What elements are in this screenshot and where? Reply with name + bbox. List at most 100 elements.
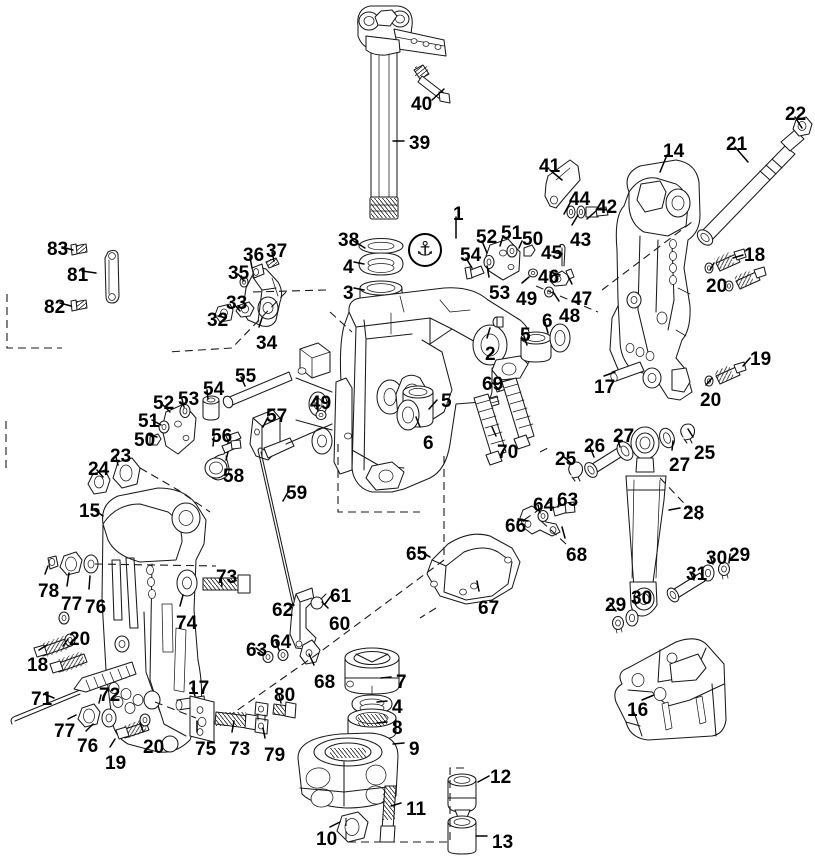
callout-number-4: 4 <box>392 697 403 718</box>
part-18-bolt-left <box>33 635 72 658</box>
callout-number-25: 25 <box>555 449 577 470</box>
callout-number-39: 39 <box>409 133 431 154</box>
callout-number-23: 23 <box>110 446 132 467</box>
callout-number-32: 32 <box>207 310 229 331</box>
part-80-screw <box>272 701 297 719</box>
callout-leader-lines <box>38 88 803 837</box>
callout-number-71: 71 <box>31 689 53 710</box>
callout-number-43: 43 <box>570 230 592 251</box>
part-32-knob <box>214 303 234 323</box>
part-78-pin <box>47 555 59 570</box>
part-5-bushing-right <box>520 331 552 363</box>
callout-number-64: 64 <box>270 632 292 653</box>
part-56-spring-link <box>204 431 242 481</box>
part-18b-bolt <box>734 266 767 290</box>
part-39-swivel-shaft <box>369 46 399 220</box>
callout-number-76: 76 <box>85 597 107 618</box>
part-20-washer-left-a <box>58 611 70 625</box>
callout-number-76: 76 <box>77 736 99 757</box>
callout-number-25: 25 <box>694 443 716 464</box>
part-18b-bolt-left <box>49 651 88 674</box>
part-41-link-arm <box>544 159 581 209</box>
callout-number-51: 51 <box>138 411 160 432</box>
callout-number-74: 74 <box>176 613 198 634</box>
callout-number-78: 78 <box>38 581 60 602</box>
callout-number-34: 34 <box>256 333 278 354</box>
callout-number-24: 24 <box>88 459 110 480</box>
part-15-stern-bracket-left <box>101 487 207 753</box>
part-46-clevis <box>549 270 571 287</box>
part-53-washer <box>483 254 495 270</box>
callout-number-41: 41 <box>539 156 561 177</box>
part-49-washer-upper <box>527 268 539 278</box>
callout-number-59: 59 <box>286 483 308 504</box>
part-54-bushing-left <box>202 395 220 421</box>
callout-number-75: 75 <box>195 739 217 760</box>
callout-number-3: 3 <box>343 283 354 304</box>
callout-number-73: 73 <box>229 739 251 760</box>
callout-number-47: 47 <box>571 289 593 310</box>
part-70-spring-a <box>473 393 507 466</box>
callout-number-1: 1 <box>453 204 464 225</box>
callout-number-63: 63 <box>557 490 579 511</box>
callout-number-18: 18 <box>744 245 766 266</box>
callout-number-68: 68 <box>566 545 588 566</box>
callout-number-70: 70 <box>497 442 519 463</box>
part-upper-steering-yoke <box>357 5 447 57</box>
part-29-clip-right <box>717 561 731 580</box>
part-77-nut-lower <box>77 703 101 728</box>
callout-number-64: 64 <box>533 495 555 516</box>
callout-number-79: 79 <box>264 745 286 766</box>
part-31-pin-shock <box>666 572 706 603</box>
part-76-washer-lower <box>101 708 117 728</box>
callout-number-52: 52 <box>476 227 498 248</box>
part-20-washer-a <box>704 262 714 274</box>
part-17-pin-right <box>610 361 645 382</box>
callout-number-7: 7 <box>396 672 407 693</box>
part-57-latch-block <box>249 409 295 461</box>
callout-number-45: 45 <box>541 243 563 264</box>
callout-number-68: 68 <box>314 672 336 693</box>
detail-callout-badge: ⚓ <box>408 233 442 267</box>
part-14-stern-bracket-right <box>609 159 701 401</box>
part-23-nut <box>112 457 141 489</box>
callout-number-46: 46 <box>538 267 560 288</box>
callout-number-22: 22 <box>785 104 807 125</box>
callout-number-8: 8 <box>392 718 403 739</box>
part-58-screw <box>221 439 242 454</box>
callout-number-4: 4 <box>343 257 354 278</box>
callout-number-61: 61 <box>330 586 352 607</box>
callout-number-18: 18 <box>27 655 49 676</box>
part-27-bushing-left <box>616 441 634 461</box>
part-34-tilt-lever-housing <box>242 267 283 327</box>
part-30-washer-right <box>701 564 715 582</box>
callout-number-77: 77 <box>61 594 83 615</box>
part-70-spring-b <box>501 377 535 450</box>
callout-number-21: 21 <box>726 134 748 155</box>
callout-number-14: 14 <box>663 141 685 162</box>
latch-rod-55b <box>285 423 333 445</box>
part-36-bushing <box>251 263 265 279</box>
callout-number-13: 13 <box>492 832 514 853</box>
callout-number-52: 52 <box>153 393 175 414</box>
callout-number-65: 65 <box>406 544 428 565</box>
callout-number-51: 51 <box>501 223 523 244</box>
callout-number-83: 83 <box>47 239 69 260</box>
part-30-washer-left <box>625 609 639 627</box>
callout-number-10: 10 <box>316 829 338 850</box>
part-65-cover-plate <box>426 533 521 605</box>
callout-number-5: 5 <box>441 391 452 412</box>
callout-number-62: 62 <box>272 600 294 621</box>
callout-number-29: 29 <box>605 595 627 616</box>
part-72-spring <box>73 661 137 693</box>
part-63-screw-right <box>552 501 576 517</box>
callout-number-26: 26 <box>584 436 606 457</box>
part-82-screw <box>70 299 88 312</box>
part-55-rod <box>222 371 293 409</box>
callout-number-77: 77 <box>54 721 76 742</box>
part-68-catch-left <box>299 639 321 665</box>
callout-number-31: 31 <box>686 564 708 585</box>
callout-number-33: 33 <box>226 293 248 314</box>
callout-number-40: 40 <box>411 94 433 115</box>
